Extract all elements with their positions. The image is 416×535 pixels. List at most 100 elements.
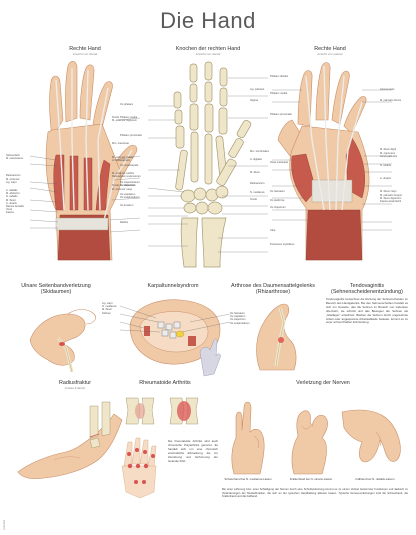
label: Tendo — [112, 116, 120, 119]
karpaltunnel-illustration — [119, 299, 231, 377]
label: Retinaculum extensorum — [112, 175, 141, 179]
label: Aponeurosis — [380, 88, 395, 91]
poster-title: Die Hand — [160, 8, 256, 33]
panel-title: Rechte Hand — [69, 46, 101, 52]
label: Ossa metacarpi — [270, 160, 289, 164]
label: Phalanx proximalis — [120, 134, 142, 138]
label: M. interosseus — [6, 157, 23, 161]
panel-title: Karpaltunnelsyndrom — [147, 283, 199, 289]
label: Os trapezium — [230, 318, 246, 322]
label: Fascia antebrachii — [380, 200, 402, 204]
label: Vena — [6, 208, 12, 212]
label: Os capitatum — [230, 315, 246, 319]
label: Fascia — [6, 211, 14, 215]
panel-title: Rheumatoide Arthritis — [139, 380, 191, 386]
rheuma-heading: Rheumatoide Arthritis — [120, 380, 210, 386]
label: Retinaculum — [6, 174, 21, 178]
panel-title: Radiusfraktur — [58, 380, 92, 386]
panel-subtitle: (Rhizarthrose) — [255, 289, 291, 295]
dorsal-left-labels: Sehnenfach M. interosseus Retinaculum M.… — [6, 154, 32, 215]
label: Radius — [120, 220, 129, 224]
label: Vagina — [250, 99, 258, 103]
label: M. palmaris brevis — [380, 99, 402, 103]
label: N. radialis — [6, 195, 18, 199]
label: Os scaphoideum — [230, 321, 250, 325]
karpal-right-labels: Os hamatum Os capitatum Os trapezium Os … — [230, 312, 254, 325]
label: Os scaphoideum — [120, 196, 140, 200]
label: Os pisiforme — [270, 199, 285, 203]
dorsal-hand-illustration — [29, 61, 141, 261]
panel-title: Rechte Hand — [314, 46, 346, 52]
panel-dorsal-hand-heading: Rechte Hand Ansicht von dorsal — [40, 46, 130, 56]
label: Arcus palmaris — [380, 154, 398, 158]
panel-title: Verletzung der Nerven — [296, 380, 350, 386]
label: N. medianus — [102, 305, 117, 309]
label: N. ulnaris — [380, 164, 391, 168]
panel-title: Ulnare Seitenbandverletzung — [21, 283, 91, 289]
nerve-text: Bei einer Lähmung bzw. einer Schädigung … — [222, 488, 408, 499]
panel-title: Arthrose des Daumensattelgelenks — [231, 283, 315, 289]
hand-bones-illustration — [147, 61, 268, 268]
panel-subtitle: Ansicht von palmar — [317, 52, 343, 56]
label: Sehnen — [102, 311, 111, 315]
tendovaginitis-text: Tendovaginitis bezeichnet die Reizung de… — [326, 297, 408, 325]
label: M. extensor digitorum — [112, 119, 137, 123]
label: M. abductor — [6, 192, 20, 196]
label: Phalanx media — [120, 116, 138, 120]
label: M. palmaris longus — [380, 193, 402, 197]
label: M. flexor digitorum — [380, 196, 402, 200]
label: Os hamatum — [230, 312, 245, 315]
label: M. flexor carpi — [380, 190, 397, 194]
label: Processus styloideus — [270, 242, 295, 246]
label: Os triquetrum — [270, 206, 286, 210]
label: M. opponens — [380, 151, 395, 155]
panel-palmar-hand-heading: Rechte Hand Ansicht von palmar — [285, 46, 375, 56]
karpal-left-labels: Lig. carpi N. medianus M. flexor Sehnen — [102, 302, 124, 315]
label: Tendo m. abductoris — [112, 184, 136, 188]
label: Lig. carpi — [6, 180, 17, 184]
palmar-right-labels: Aponeurosis M. palmaris brevis M. flexor… — [380, 88, 414, 203]
label: M. flexor digiti — [380, 148, 396, 152]
label: Lig. palmare — [250, 88, 265, 91]
label: A. metacarpalis — [112, 158, 130, 162]
label: A. ulnaris — [6, 201, 17, 205]
radiusfraktur-heading: Radiusfraktur (Colles-Fraktur) — [30, 380, 120, 390]
panel-subtitle: Ansicht von dorsal — [72, 52, 98, 56]
fallhand-illustration — [341, 409, 401, 463]
label: Mm. lumbricales — [250, 150, 269, 154]
nerve-caption-schwurhand: Schwurhand bei N. medianus-Läsion — [224, 477, 272, 481]
nerve-caption-krallenhand: Krallenhand bei N. ulnaris-Läsion — [289, 477, 333, 481]
dorsal-right-labels: Tendo M. extensor digitorum Mm. inteross… — [112, 116, 144, 191]
panel-bones-heading: Knochen der rechten Hand Ansicht von dor… — [158, 46, 258, 56]
schwurhand-illustration — [231, 401, 265, 475]
label: M. extensor indicis — [112, 155, 134, 159]
label: Tendo — [250, 198, 258, 202]
label: Phalanx distalis — [270, 75, 289, 78]
panel-subtitle: (Skidaumen) — [40, 289, 72, 295]
label: M. flexor — [6, 198, 16, 202]
panel-title: Knochen der rechten Hand — [175, 46, 241, 52]
label: Phalanx media — [270, 92, 288, 96]
karpaltunnel-heading: Karpaltunnelsyndrom — [128, 283, 218, 289]
label: Sehnenfach — [6, 154, 20, 157]
label: Os hamatum — [270, 189, 285, 193]
label: A. ulnaris — [380, 177, 391, 181]
label: Ramus dorsalis — [6, 205, 24, 209]
label: Os lunatum — [120, 203, 134, 207]
palmar-left-labels: Lig. palmare Vagina Mm. lumbricales A. d… — [250, 88, 274, 202]
label: M. extensor — [6, 177, 20, 181]
bones-right-labels: Phalanx distalis Phalanx media Phalanx p… — [270, 75, 304, 246]
krallenhand-illustration — [291, 410, 328, 475]
panel-subtitle: (Colles-Fraktur) — [64, 386, 86, 390]
bones-left-labels: Os phalanx Phalanx media Phalanx proxima… — [120, 103, 150, 224]
label: Mm. interossei — [112, 142, 129, 146]
label: M. extensor carpi — [112, 187, 132, 191]
panel-title: Tendovaginitis — [349, 283, 385, 289]
radiusfraktur-illustration — [17, 401, 123, 480]
label: A. radialis — [6, 189, 18, 193]
label: A. digitalis — [250, 157, 262, 161]
label: Retinaculum — [250, 182, 265, 186]
rhizarthrose-heading: Arthrose des Daumensattelgelenks (Rhizar… — [228, 283, 318, 295]
label: Ulna — [270, 229, 276, 233]
publisher-mark: Lehrtafel — [3, 519, 6, 530]
